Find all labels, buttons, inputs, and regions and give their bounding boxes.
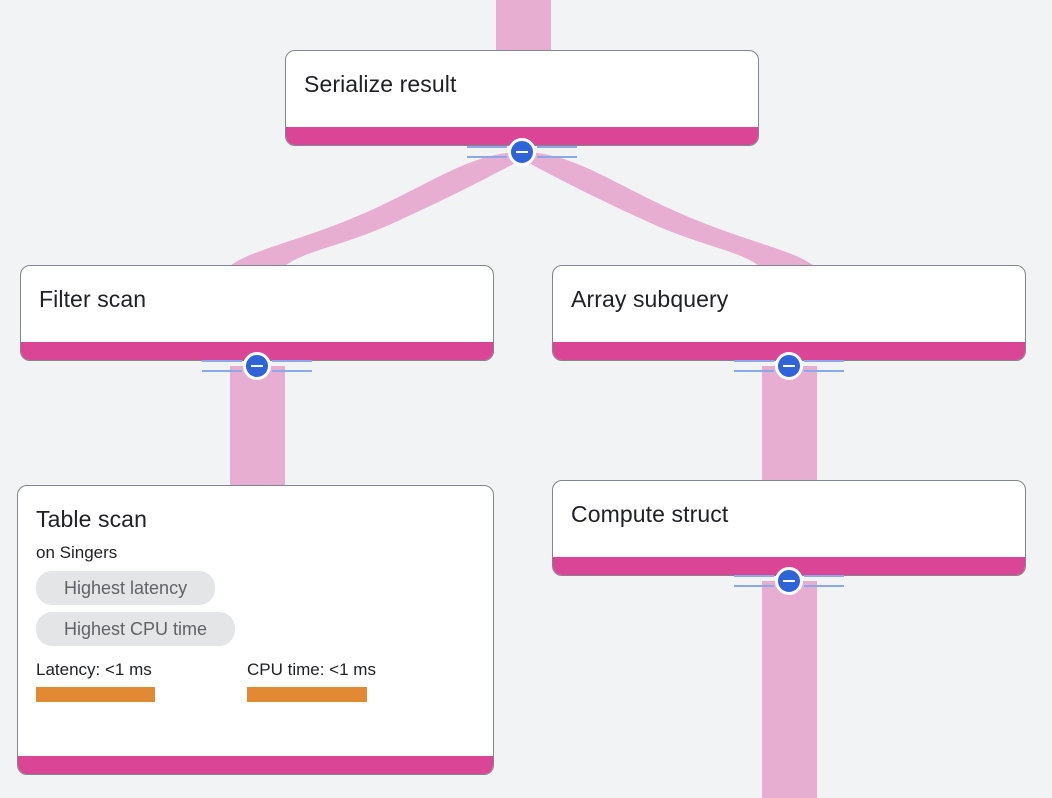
chip-highest-cpu-time[interactable]: Highest CPU time: [36, 612, 236, 646]
node-table-scan-title: Table scan: [36, 506, 147, 532]
node-array-subquery-body: Array subquery: [553, 266, 1025, 342]
node-table-scan-body: Table scan on Singers Highest latency Hi…: [18, 486, 493, 756]
node-table-scan-subtitle: on Singers: [36, 543, 118, 562]
node-compute-struct[interactable]: Compute struct: [552, 480, 1026, 576]
minus-icon[interactable]: [775, 567, 803, 595]
node-compute-struct-title: Compute struct: [571, 501, 729, 527]
collapse-array-subquery[interactable]: [734, 352, 844, 380]
minus-icon[interactable]: [775, 352, 803, 380]
node-serialize-result-accent-bar: [286, 127, 758, 145]
collapse-rail-right-icon: [272, 352, 312, 380]
node-table-scan-metrics: Latency: <1 ms CPU time: <1 ms: [36, 660, 475, 702]
metric-latency-label: Latency: <1 ms: [36, 660, 152, 679]
node-compute-struct-body: Compute struct: [553, 481, 1025, 557]
node-array-subquery[interactable]: Array subquery: [552, 265, 1026, 361]
minus-icon[interactable]: [243, 352, 271, 380]
node-filter-scan-accent-bar: [21, 342, 493, 360]
node-array-subquery-accent-bar: [553, 342, 1025, 360]
metric-latency-bar: [36, 687, 155, 702]
node-serialize-result-body: Serialize result: [286, 51, 758, 127]
metric-latency: Latency: <1 ms: [36, 660, 247, 702]
node-compute-struct-accent-bar: [553, 557, 1025, 575]
metric-cpu-time-bar: [247, 687, 367, 702]
node-serialize-result[interactable]: Serialize result: [285, 50, 759, 146]
collapse-rail-left-icon: [734, 352, 774, 380]
metric-cpu-time: CPU time: <1 ms: [247, 660, 376, 702]
collapse-rail-right-icon: [537, 138, 577, 166]
node-table-scan[interactable]: Table scan on Singers Highest latency Hi…: [17, 485, 494, 775]
collapse-rail-left-icon: [734, 567, 774, 595]
edge-compute-struct-to-child: [762, 581, 817, 798]
edge-array-subquery-to-compute-struct: [762, 366, 817, 482]
edge-filter-scan-to-table-scan: [230, 366, 285, 486]
node-table-scan-accent-bar: [18, 756, 493, 774]
node-table-scan-chips: Highest latency Highest CPU time: [36, 571, 475, 646]
collapse-rail-right-icon: [804, 567, 844, 595]
node-filter-scan-title: Filter scan: [39, 286, 147, 312]
metric-cpu-time-label: CPU time: <1 ms: [247, 660, 376, 679]
collapse-rail-right-icon: [804, 352, 844, 380]
node-serialize-result-title: Serialize result: [304, 71, 457, 97]
collapse-rail-left-icon: [467, 138, 507, 166]
edge-into-serialize-result: [496, 0, 551, 54]
collapse-filter-scan[interactable]: [202, 352, 312, 380]
minus-icon[interactable]: [508, 138, 536, 166]
chip-highest-latency[interactable]: Highest latency: [36, 571, 216, 605]
collapse-compute-struct[interactable]: [734, 567, 844, 595]
node-filter-scan-body: Filter scan: [21, 266, 493, 342]
collapse-serialize-result[interactable]: [467, 138, 577, 166]
collapse-rail-left-icon: [202, 352, 242, 380]
edge-serialize-to-array-subquery: [519, 152, 814, 266]
node-filter-scan[interactable]: Filter scan: [20, 265, 494, 361]
node-array-subquery-title: Array subquery: [571, 286, 729, 312]
edge-serialize-to-filter-scan: [230, 152, 525, 266]
